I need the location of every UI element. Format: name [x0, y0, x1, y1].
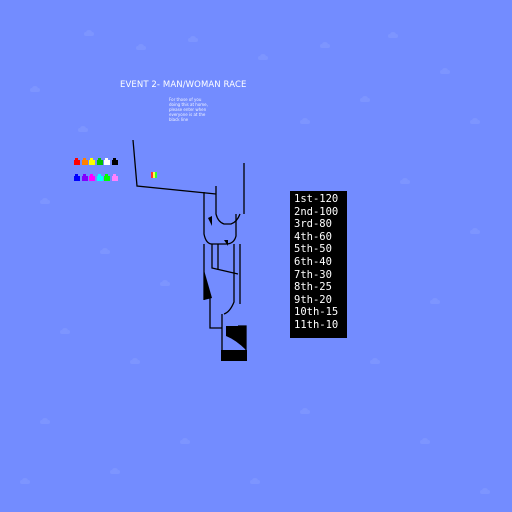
score-row: 3rd-80 [294, 218, 332, 231]
score-row: 7th-30 [294, 268, 332, 281]
score-row: 8th-25 [294, 281, 332, 294]
track-lower-left [209, 298, 222, 329]
cloud-decoration [300, 118, 310, 124]
cloud-decoration [20, 478, 30, 484]
cloud-decoration [100, 248, 110, 254]
cloud-decoration [250, 478, 260, 484]
score-row: 10th-15 [294, 306, 339, 319]
cloud-decoration [420, 438, 430, 444]
player-token[interactable] [112, 174, 118, 181]
cloud-decoration [430, 298, 440, 304]
cloud-decoration [258, 54, 268, 60]
cloud-decoration [30, 86, 40, 92]
start-line-slope [132, 139, 217, 195]
event-instructions: For those of you doing this at home, ple… [169, 97, 208, 122]
score-row: 4th-60 [294, 230, 332, 243]
cloud-decoration [130, 358, 140, 364]
score-row: 11th-10 [294, 318, 339, 331]
player-token[interactable] [89, 174, 96, 181]
track-funnel-1 [215, 186, 241, 225]
cloud-decoration [440, 68, 450, 74]
cloud-decoration [360, 96, 370, 102]
score-row: 6th-40 [294, 255, 332, 268]
track-fills [204, 216, 247, 361]
player-token[interactable] [74, 158, 80, 165]
track-wedge-top [208, 216, 212, 226]
cloud-decoration [40, 418, 50, 424]
score-row: 5th-50 [294, 243, 332, 256]
cloud-decoration [300, 408, 310, 414]
cloud-decoration [480, 488, 490, 494]
player-token[interactable] [74, 174, 80, 181]
player-token[interactable] [96, 174, 103, 181]
track-inner-ramp [211, 244, 239, 275]
player-token[interactable] [104, 174, 111, 181]
cloud-decoration [110, 468, 120, 474]
cloud-decoration [40, 198, 50, 204]
player-token[interactable] [81, 174, 88, 181]
cloud-decoration [188, 36, 198, 42]
event-title: EVENT 2- MAN/WOMAN RACE [120, 80, 247, 90]
cloud-decoration [136, 44, 146, 50]
player-token[interactable] [104, 158, 111, 165]
cloud-decoration [160, 280, 170, 286]
player-token[interactable] [112, 158, 118, 165]
cloud-decoration [78, 126, 88, 132]
cloud-decoration [84, 30, 94, 36]
player-token[interactable] [96, 158, 103, 165]
track-funnel-2 [203, 192, 237, 245]
cloud-decoration [388, 32, 398, 38]
finish-base [221, 350, 247, 361]
player-token[interactable] [81, 158, 88, 165]
player-token[interactable] [89, 158, 96, 165]
cloud-decoration [400, 178, 410, 184]
score-row: 9th-20 [294, 293, 332, 306]
finish-block [226, 326, 246, 350]
cloud-decoration [370, 358, 380, 364]
cloud-decoration [470, 118, 480, 124]
score-row: 2nd-100 [294, 205, 339, 218]
cloud-decoration [320, 42, 330, 48]
player-marker-icon [151, 172, 157, 178]
track-wedge-left [204, 270, 212, 300]
track-rail-right-mid [223, 244, 235, 315]
cloud-decoration [180, 438, 190, 444]
track-wedge-mid [224, 240, 228, 246]
cloud-decoration [470, 228, 480, 234]
cloud-decoration [60, 328, 70, 334]
score-row: 1st-120 [294, 193, 339, 205]
